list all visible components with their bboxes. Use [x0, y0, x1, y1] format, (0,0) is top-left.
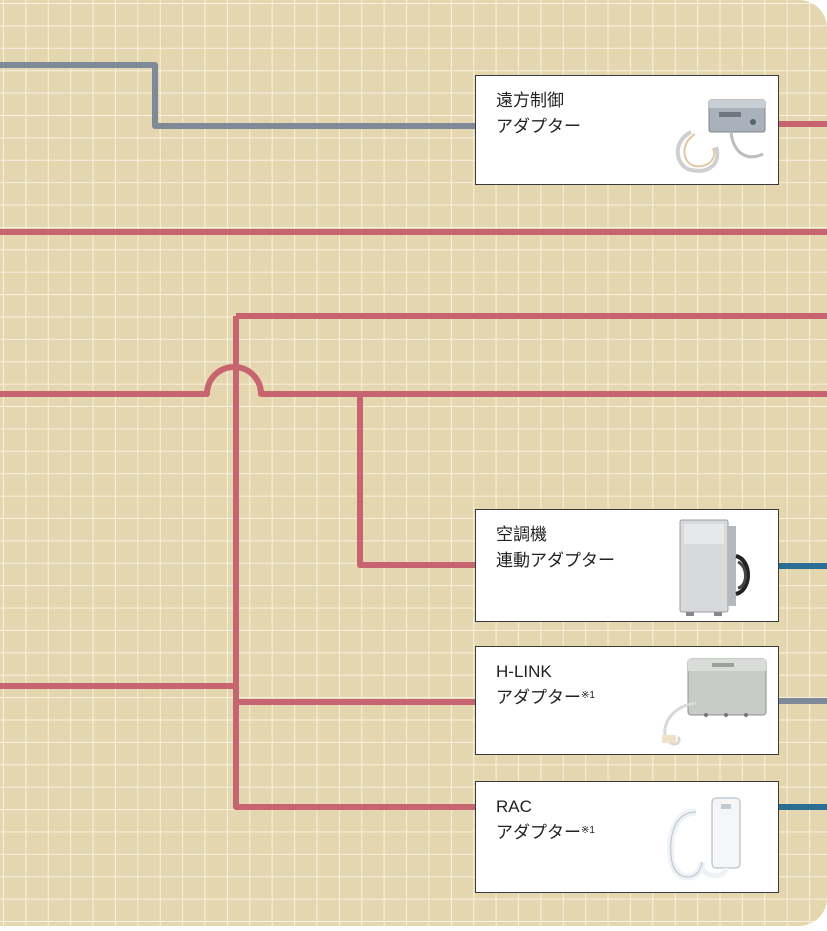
rac-adapter-box: RAC アダプター※1 [475, 781, 779, 893]
remote-adapter-box: 遠方制御 アダプター [475, 75, 779, 185]
air-conditioner-adapter-icon [679, 519, 750, 616]
hlink-adapter-line2: アダプター※1 [496, 685, 595, 711]
hlink-adapter-box: H-LINK アダプター※1 [475, 646, 779, 755]
rac-adapter-icon [667, 797, 741, 881]
rac-adapter-label: RAC アダプター※1 [496, 794, 595, 846]
aircon-adapter-box: 空調機 連動アダプター [475, 509, 779, 622]
hlink-adapter-line2-text: アダプター [496, 688, 581, 707]
remote-adapter-line2: アダプター [496, 117, 581, 136]
aircon-adapter-line1: 空調機 [496, 525, 547, 544]
rac-adapter-line2-text: アダプター [496, 823, 581, 842]
remote-adapter-label: 遠方制御 アダプター [496, 88, 581, 140]
hlink-adapter-note: ※1 [581, 690, 595, 701]
aircon-branch-line [357, 394, 475, 568]
red-main-line-2 [0, 364, 827, 397]
rac-adapter-note: ※1 [581, 825, 595, 836]
aircon-adapter-label: 空調機 連動アダプター [496, 522, 615, 574]
aircon-adapter-line2: 連動アダプター [496, 551, 615, 570]
remote-control-adapter-icon [675, 99, 766, 173]
gray-signal-line [0, 62, 475, 129]
rac-adapter-line2: アダプター※1 [496, 820, 595, 846]
rac-adapter-line1: RAC [496, 797, 532, 816]
red-trunk-line [233, 313, 827, 810]
hlink-adapter-label: H-LINK アダプター※1 [496, 659, 595, 711]
remote-adapter-line1: 遠方制御 [496, 91, 564, 110]
h-link-adapter-icon [662, 658, 767, 746]
hlink-adapter-line1: H-LINK [496, 662, 552, 681]
